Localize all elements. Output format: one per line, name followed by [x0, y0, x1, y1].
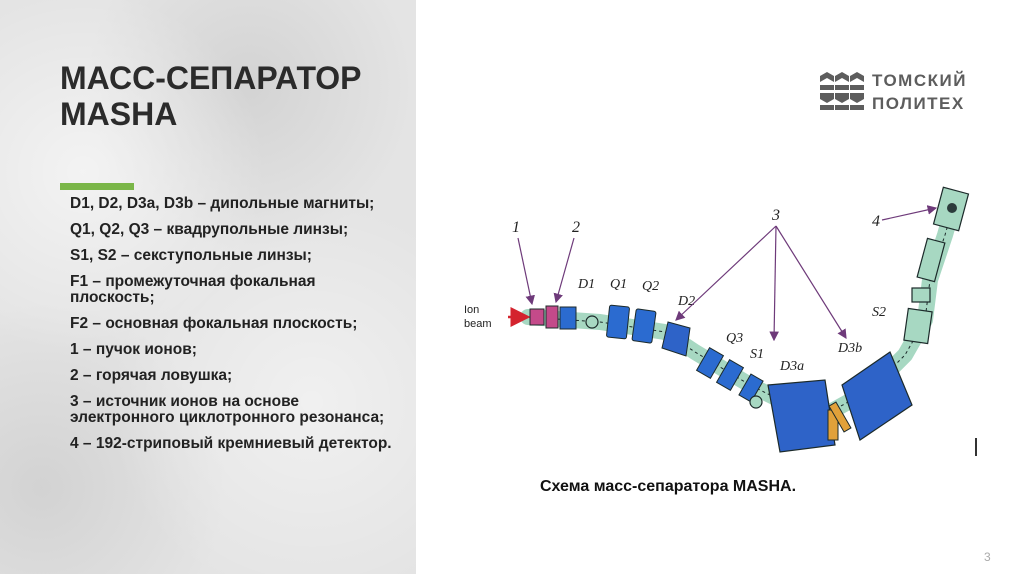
legend-item: 1 – пучок ионов; — [70, 341, 197, 358]
sextupole-s1 — [738, 373, 764, 403]
lens-q3 — [695, 347, 725, 379]
s2-flange — [911, 287, 931, 303]
tpu-logo-icon — [820, 72, 864, 110]
pointer-3a — [675, 225, 777, 321]
tpu-logo-text: ТОМСКИЙ ПОЛИТЕХ — [872, 69, 967, 115]
edge-mark — [975, 438, 977, 456]
label-s2: S2 — [872, 305, 886, 320]
label-2: 2 — [572, 219, 580, 236]
diagram-caption: Схема масс-сепаратора MASHA. — [540, 478, 797, 495]
label-3: 3 — [771, 207, 780, 224]
legend-item: Q1, Q2, Q3 – квадрупольные линзы; — [70, 221, 349, 238]
legend-list: D1, D2, D3a, D3b – дипольные магниты; Q1… — [70, 196, 400, 462]
hot-trap-body — [545, 305, 559, 329]
slide-title: МАСС-СЕПАРАТОР MASHA — [60, 60, 361, 132]
legend-item: D1, D2, D3a, D3b – дипольные магниты; — [70, 195, 375, 212]
lens-q3b — [715, 359, 745, 391]
dipole-d1 — [559, 306, 577, 330]
dipole-d3a — [767, 379, 836, 453]
title-line-1: МАСС-СЕПАРАТОР — [60, 60, 362, 96]
masha-scheme-diagram: 1 2 3 4 Ion beam D1 Q1 Q2 D2 Q3 S1 D3a D… — [464, 186, 970, 453]
label-d3b: D3b — [837, 341, 862, 356]
label-1: 1 — [512, 219, 520, 236]
sextupole-s2 — [903, 307, 933, 345]
legend-item: 3 – источник ионов на основе электронног… — [70, 393, 385, 426]
lens-q2 — [631, 308, 657, 344]
dipole-d2 — [661, 321, 691, 357]
label-s1: S1 — [750, 347, 764, 362]
detector-column — [916, 237, 946, 283]
page-number: 3 — [984, 550, 991, 564]
label-q2: Q2 — [642, 279, 659, 294]
legend-item: F2 – основная фокальная плоскость; — [70, 315, 358, 332]
pointer-4 — [881, 205, 938, 221]
left-panel: МАСС-СЕПАРАТОР MASHA D1, D2, D3a, D3b – … — [0, 0, 416, 574]
dipole-d3b — [841, 351, 913, 441]
legend-item: F1 – промежуточная фокальная плоскость; — [70, 273, 316, 306]
label-4: 4 — [872, 213, 880, 230]
d3b-pole — [828, 401, 852, 433]
pipe-flange-2 — [749, 395, 763, 409]
detector-window — [947, 203, 957, 213]
accent-bar — [60, 183, 134, 190]
label-q3: Q3 — [726, 331, 743, 346]
label-beam: beam — [464, 318, 492, 330]
tpu-logo: ТОМСКИЙ ПОЛИТЕХ — [820, 70, 965, 117]
label-q1: Q1 — [610, 277, 627, 292]
label-ion: Ion — [464, 304, 479, 316]
label-d1: D1 — [577, 277, 595, 292]
hot-trap — [529, 308, 545, 326]
pointer-2 — [553, 237, 575, 304]
legend-item: 4 – 192-стриповый кремниевый детектор. — [70, 435, 392, 452]
pointer-1 — [517, 237, 535, 306]
legend-item: 2 – горячая ловушка; — [70, 367, 233, 384]
label-d2: D2 — [677, 294, 695, 309]
pipe-flange — [585, 315, 599, 329]
title-line-2: MASHA — [60, 96, 178, 132]
logo-line-2: ПОЛИТЕХ — [872, 94, 965, 113]
label-d3a: D3a — [779, 359, 804, 374]
lens-q1 — [606, 304, 630, 340]
pointer-3b — [769, 225, 779, 342]
legend-item: S1, S2 – секступольные линзы; — [70, 247, 312, 264]
logo-line-1: ТОМСКИЙ — [872, 71, 967, 90]
pointer-3c — [775, 225, 847, 340]
